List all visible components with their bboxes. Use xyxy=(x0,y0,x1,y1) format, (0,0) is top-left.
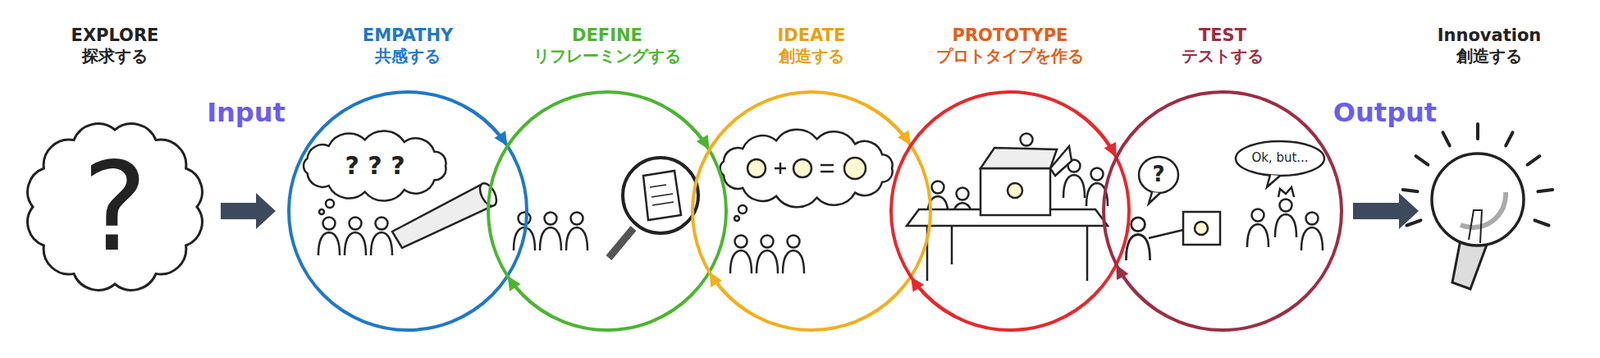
speech-question: ? xyxy=(1152,162,1165,188)
phase-circle: PROTOTYPEプロトタイプを作る xyxy=(889,24,1131,332)
speech-text: Ok, but... xyxy=(1251,150,1308,165)
light-ray xyxy=(1476,123,1480,139)
bulb-glass xyxy=(1431,153,1524,246)
phase-heading: IDEATE創造する xyxy=(690,24,933,67)
node-outline xyxy=(486,24,728,332)
heading-text: EXPLORE xyxy=(20,24,210,46)
heading-text: TEST xyxy=(1101,24,1344,46)
heading-subtext: リフレーミングする xyxy=(486,45,728,67)
bulb-base xyxy=(1452,239,1487,289)
heading-text: DEFINE xyxy=(486,24,728,46)
heading-subtext: 創造する xyxy=(1427,45,1551,67)
light-ray xyxy=(1416,155,1429,165)
input-label: Input xyxy=(206,97,286,128)
heading-subtext: 創造する xyxy=(690,45,933,67)
light-ray xyxy=(1527,155,1541,165)
connector xyxy=(220,192,276,229)
connector xyxy=(910,276,955,316)
connector xyxy=(867,105,911,146)
circle-outline xyxy=(891,91,1130,330)
light-ray xyxy=(1505,132,1513,146)
thought-clouds xyxy=(303,129,893,207)
phase-circle: DEFINEリフレーミングする xyxy=(486,24,728,332)
heading-subtext: 共感する xyxy=(287,45,529,67)
prototype-scene xyxy=(906,133,1108,282)
connector xyxy=(1077,113,1116,158)
light-ray xyxy=(1537,189,1553,192)
heading-subtext: プロトタイプを作る xyxy=(889,45,1131,67)
circle-outline xyxy=(488,91,727,330)
phase-heading: TESTテストする xyxy=(1101,24,1344,67)
connector xyxy=(464,105,508,147)
empathy-scene xyxy=(318,180,500,256)
connector xyxy=(667,108,710,151)
cloud-outline xyxy=(27,123,203,291)
heading-text: Innovation xyxy=(1427,24,1551,46)
thought-cloud xyxy=(303,130,447,201)
connector xyxy=(507,275,552,316)
light-ray xyxy=(1407,219,1422,225)
connector xyxy=(709,271,752,314)
circle-outline xyxy=(1103,91,1342,330)
phase-heading: EMPATHY共感する xyxy=(287,24,529,67)
light-ray xyxy=(1403,189,1418,192)
heading-text: EMPATHY xyxy=(287,24,529,46)
question-mark: ? xyxy=(82,136,148,279)
thought-marks: ? ? ? xyxy=(344,151,405,181)
node-outline xyxy=(1101,24,1344,332)
phase-heading: EXPLORE探求する xyxy=(20,24,210,67)
bulb-shade xyxy=(1460,192,1506,228)
output-label: Output xyxy=(1333,97,1437,128)
ideate-scene xyxy=(730,157,866,274)
phase-heading: PROTOTYPEプロトタイプを作る xyxy=(889,24,1131,67)
define-scene xyxy=(513,157,699,258)
phase-circle: TESTテストする xyxy=(1101,24,1344,332)
test-scene xyxy=(1125,141,1325,261)
heading-text: PROTOTYPE xyxy=(889,24,1131,46)
light-ray xyxy=(1535,219,1550,225)
bulb-filament xyxy=(1468,210,1482,243)
phase-heading: DEFINEリフレーミングする xyxy=(486,24,728,67)
heading-subtext: テストする xyxy=(1101,45,1344,67)
node-outline xyxy=(889,24,1131,332)
innovation-bulb: Innovation創造する xyxy=(1427,24,1551,299)
circle-outline xyxy=(692,91,931,330)
block-arrow xyxy=(220,192,276,229)
heading-text: IDEATE xyxy=(690,24,933,46)
light-ray xyxy=(1443,132,1450,146)
heading-subtext: 探求する xyxy=(20,45,210,67)
phase-heading: Innovation創造する xyxy=(1427,24,1551,67)
circle-outline xyxy=(288,91,527,330)
connector xyxy=(1116,264,1156,309)
idea-cloud xyxy=(720,129,893,207)
